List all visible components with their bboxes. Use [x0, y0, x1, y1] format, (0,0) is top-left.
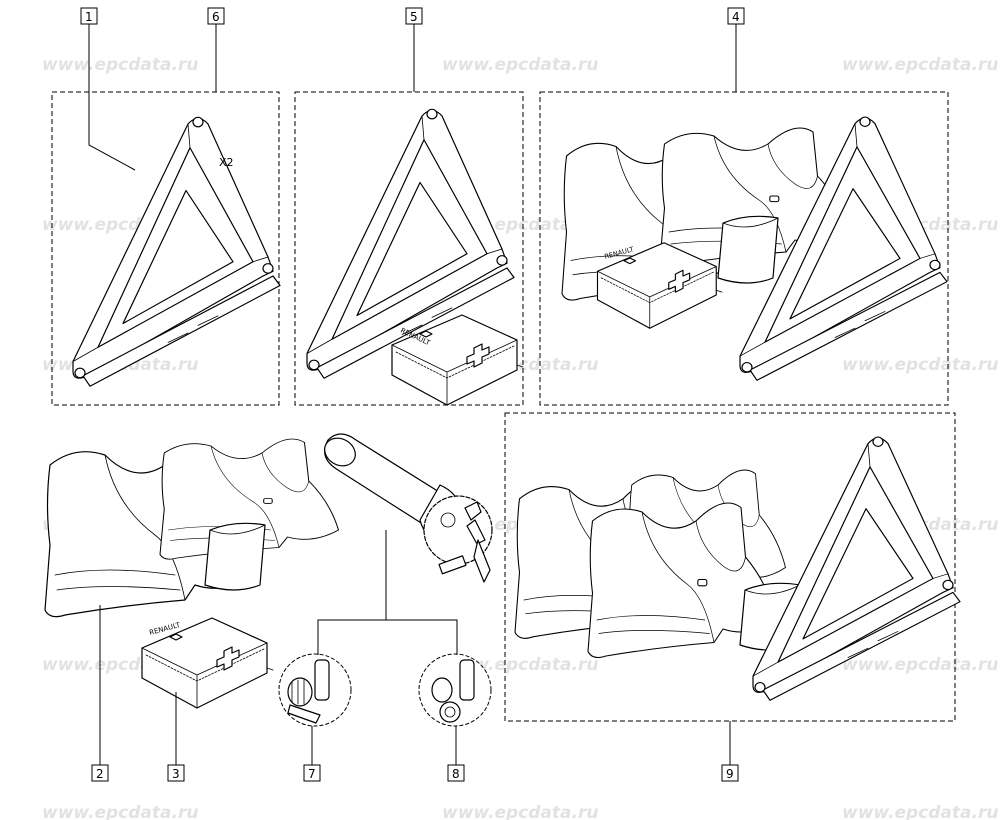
callout-1[interactable]: 1 [80, 7, 98, 25]
watermark: www.epcdata.ru [442, 803, 598, 820]
callout-1-label: 1 [85, 10, 93, 24]
bag-icon [717, 215, 779, 284]
callout-6-label: 6 [212, 10, 220, 24]
callout-8[interactable]: 8 [447, 764, 465, 782]
callout-6[interactable]: 6 [207, 7, 225, 25]
quantity-label: X2 [219, 156, 234, 169]
watermark: www.epcdata.ru [842, 803, 998, 820]
watermark: www.epcdata.ru [842, 655, 998, 675]
callout-9-label: 9 [726, 767, 734, 781]
watermark: www.epcdata.ru [42, 55, 198, 75]
watermark: www.epcdata.ru [442, 55, 598, 75]
watermark: www.epcdata.ru [42, 803, 198, 820]
callout-2-label: 2 [96, 767, 104, 781]
callout-4[interactable]: 4 [727, 7, 745, 25]
nozzle-detail-7 [278, 653, 352, 727]
callout-2[interactable]: 2 [91, 764, 109, 782]
callout-8-label: 8 [452, 767, 460, 781]
group-frame-5 [294, 91, 524, 406]
first-aid-kit-icon: RENAULT [141, 617, 274, 709]
group-frame-6 [51, 91, 280, 406]
warning-triangle-icon [72, 116, 281, 387]
nozzle-detail-8 [418, 653, 492, 727]
callout-5-label: 5 [410, 10, 418, 24]
group-frame-9 [504, 412, 956, 722]
bag-icon [204, 522, 266, 591]
callout-7[interactable]: 7 [303, 764, 321, 782]
callout-3[interactable]: 3 [167, 764, 185, 782]
watermark: www.epcdata.ru [842, 55, 998, 75]
fire-extinguisher-icon [324, 433, 493, 583]
callout-9[interactable]: 9 [721, 764, 739, 782]
callout-7-label: 7 [308, 767, 316, 781]
callout-5[interactable]: 5 [405, 7, 423, 25]
callout-3-label: 3 [172, 767, 180, 781]
watermark: www.epcdata.ru [842, 355, 998, 375]
group-frame-4 [539, 91, 949, 406]
callout-4-label: 4 [732, 10, 740, 24]
leader-lines [88, 24, 737, 765]
first-aid-kit-icon: RENAULT [391, 314, 524, 406]
